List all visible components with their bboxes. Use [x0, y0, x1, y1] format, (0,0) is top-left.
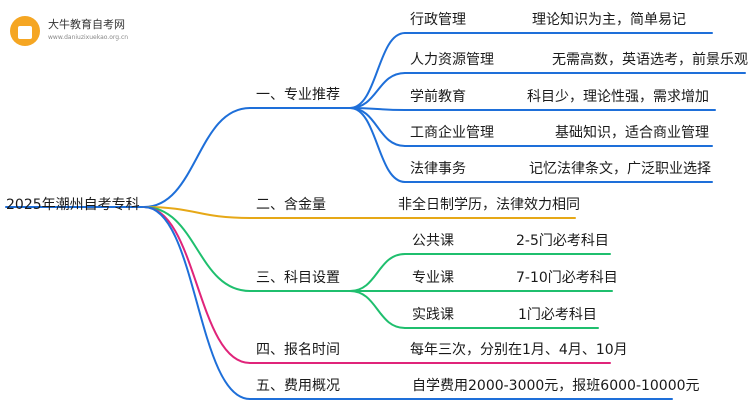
- major-2-detail: 无需高数，英语选考，前景乐观: [552, 52, 748, 68]
- major-4-detail: 基础知识，适合商业管理: [555, 125, 709, 141]
- course-3-connector: [349, 290, 406, 329]
- branch-2-label: 二、含金量: [256, 197, 326, 213]
- course-1-detail: 2-5门必考科目: [516, 233, 609, 249]
- root-topic: 2025年潮州自考专科: [6, 197, 140, 213]
- site-logo: 大牛教育自考网 www.daniuzixuekao.org.cn: [10, 14, 170, 48]
- branch-3-connector: [143, 206, 251, 292]
- branch-2-connector: [143, 206, 251, 219]
- major-5-name: 法律事务: [410, 161, 466, 177]
- branch-5-detail: 自学费用2000-3000元，报班6000-10000元: [412, 378, 700, 394]
- major-5-detail: 记忆法律条文，广泛职业选择: [529, 161, 711, 177]
- major-1-name: 行政管理: [410, 12, 466, 28]
- branch-4-detail: 每年三次，分别在1月、4月、10月: [410, 342, 628, 358]
- course-1-name: 公共课: [412, 233, 454, 249]
- branch-1-label: 一、专业推荐: [256, 87, 340, 103]
- course-2-name: 专业课: [412, 270, 454, 286]
- major-1-connector: [349, 32, 406, 109]
- course-2-detail: 7-10门必考科目: [516, 270, 618, 286]
- course-3-detail: 1门必考科目: [518, 307, 597, 323]
- major-2-connector: [349, 72, 406, 109]
- branch-4-label: 四、报名时间: [256, 342, 340, 358]
- course-3-name: 实践课: [412, 307, 454, 323]
- branch-3-label: 三、科目设置: [256, 270, 340, 286]
- book-icon: [10, 16, 40, 46]
- major-2-name: 人力资源管理: [410, 52, 494, 68]
- major-3-detail: 科目少，理论性强，需求增加: [527, 89, 709, 105]
- major-3-name: 学前教育: [410, 89, 466, 105]
- branch-2-detail: 非全日制学历，法律效力相同: [398, 197, 580, 213]
- branch-5-connector: [143, 206, 251, 400]
- major-4-name: 工商企业管理: [410, 125, 494, 141]
- major-4-connector: [349, 107, 406, 147]
- branch-1-connector: [143, 107, 251, 208]
- branch-5-label: 五、费用概况: [256, 378, 340, 394]
- logo-name: 大牛教育自考网: [48, 18, 125, 31]
- major-5-connector: [349, 107, 406, 183]
- logo-url: www.daniuzixuekao.org.cn: [48, 34, 129, 41]
- course-1-connector: [349, 253, 406, 292]
- branch-4-connector: [143, 206, 251, 364]
- major-1-detail: 理论知识为主，简单易记: [532, 12, 686, 28]
